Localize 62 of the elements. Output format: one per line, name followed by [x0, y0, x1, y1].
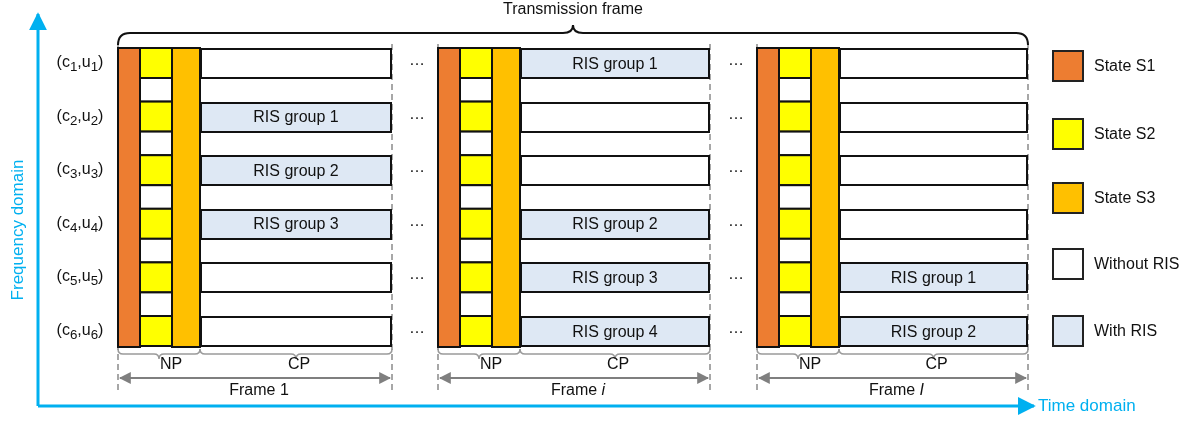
ellipsis: … [409, 265, 425, 284]
ellipsis: … [728, 158, 744, 177]
axis-label: Time domain [1038, 397, 1136, 415]
row-label: (c$_{2}$,u$_{2}$) [56, 106, 104, 130]
empty-bar [839, 155, 1028, 187]
row-label: (c$_{3}$,u$_{3}$) [56, 160, 104, 184]
ellipsis: … [409, 51, 425, 69]
frame-label: Frame i [550, 381, 606, 399]
empty-bar [200, 262, 392, 294]
ris-group-bar [200, 101, 392, 133]
empty-bar [520, 101, 710, 133]
legend-label: State S1 [1094, 57, 1157, 75]
legend-label: State S2 [1094, 125, 1157, 143]
group-label: RIS group 2 [890, 322, 977, 341]
ellipsis: … [409, 211, 425, 230]
section-label: NP [479, 355, 503, 373]
empty-bar [520, 155, 710, 187]
ris-group-bar [520, 208, 710, 240]
section-label: CP [287, 355, 311, 373]
empty-bar [200, 48, 392, 79]
axis-label: Frequency domain [9, 159, 27, 301]
section-label: NP [798, 355, 822, 373]
ellipsis: … [728, 51, 744, 69]
group-label: RIS group 1 [253, 108, 339, 127]
group-label: RIS group 2 [572, 215, 658, 234]
frame-label: Frame I [868, 381, 925, 399]
ellipsis: … [409, 319, 425, 337]
group-label: RIS group 4 [572, 322, 658, 341]
empty-bar [839, 101, 1028, 133]
legend-label: Without RIS [1094, 255, 1181, 273]
empty-bar [839, 208, 1028, 240]
group-label: RIS group 2 [253, 161, 339, 180]
ellipsis: … [728, 211, 744, 230]
ris-group-bar [200, 208, 392, 240]
frame-label: Frame 1 [229, 381, 289, 399]
ellipsis: … [728, 104, 744, 123]
empty-bar [200, 316, 392, 347]
ris-group-bar [839, 262, 1028, 294]
row-label: (c$_{5}$,u$_{5}$) [56, 267, 104, 291]
row-label: (c$_{6}$,u$_{6}$) [56, 321, 104, 345]
group-label: RIS group 1 [572, 54, 658, 73]
ris-group-bar [200, 155, 392, 187]
legend-label: State S3 [1094, 189, 1157, 207]
ellipsis: … [728, 265, 744, 284]
section-label: NP [159, 355, 183, 373]
ris-group-bar [520, 48, 710, 79]
row-label: (c$_{4}$,u$_{4}$) [56, 213, 104, 237]
section-label: CP [606, 355, 630, 373]
ris-group-bar [520, 262, 710, 294]
ris-group-bar [839, 316, 1028, 347]
empty-bar [839, 48, 1028, 79]
group-label: RIS group 1 [890, 268, 977, 287]
ellipsis: … [728, 319, 744, 337]
brace-label: Transmission frame [503, 0, 643, 18]
ellipsis: … [409, 158, 425, 177]
row-label: (c$_{1}$,u$_{1}$) [56, 53, 104, 77]
legend-label: With RIS [1094, 322, 1159, 340]
section-label: CP [925, 355, 948, 373]
group-label: RIS group 3 [572, 268, 658, 287]
group-label: RIS group 3 [253, 215, 339, 234]
ris-group-bar [520, 316, 710, 347]
ellipsis: … [409, 104, 425, 123]
